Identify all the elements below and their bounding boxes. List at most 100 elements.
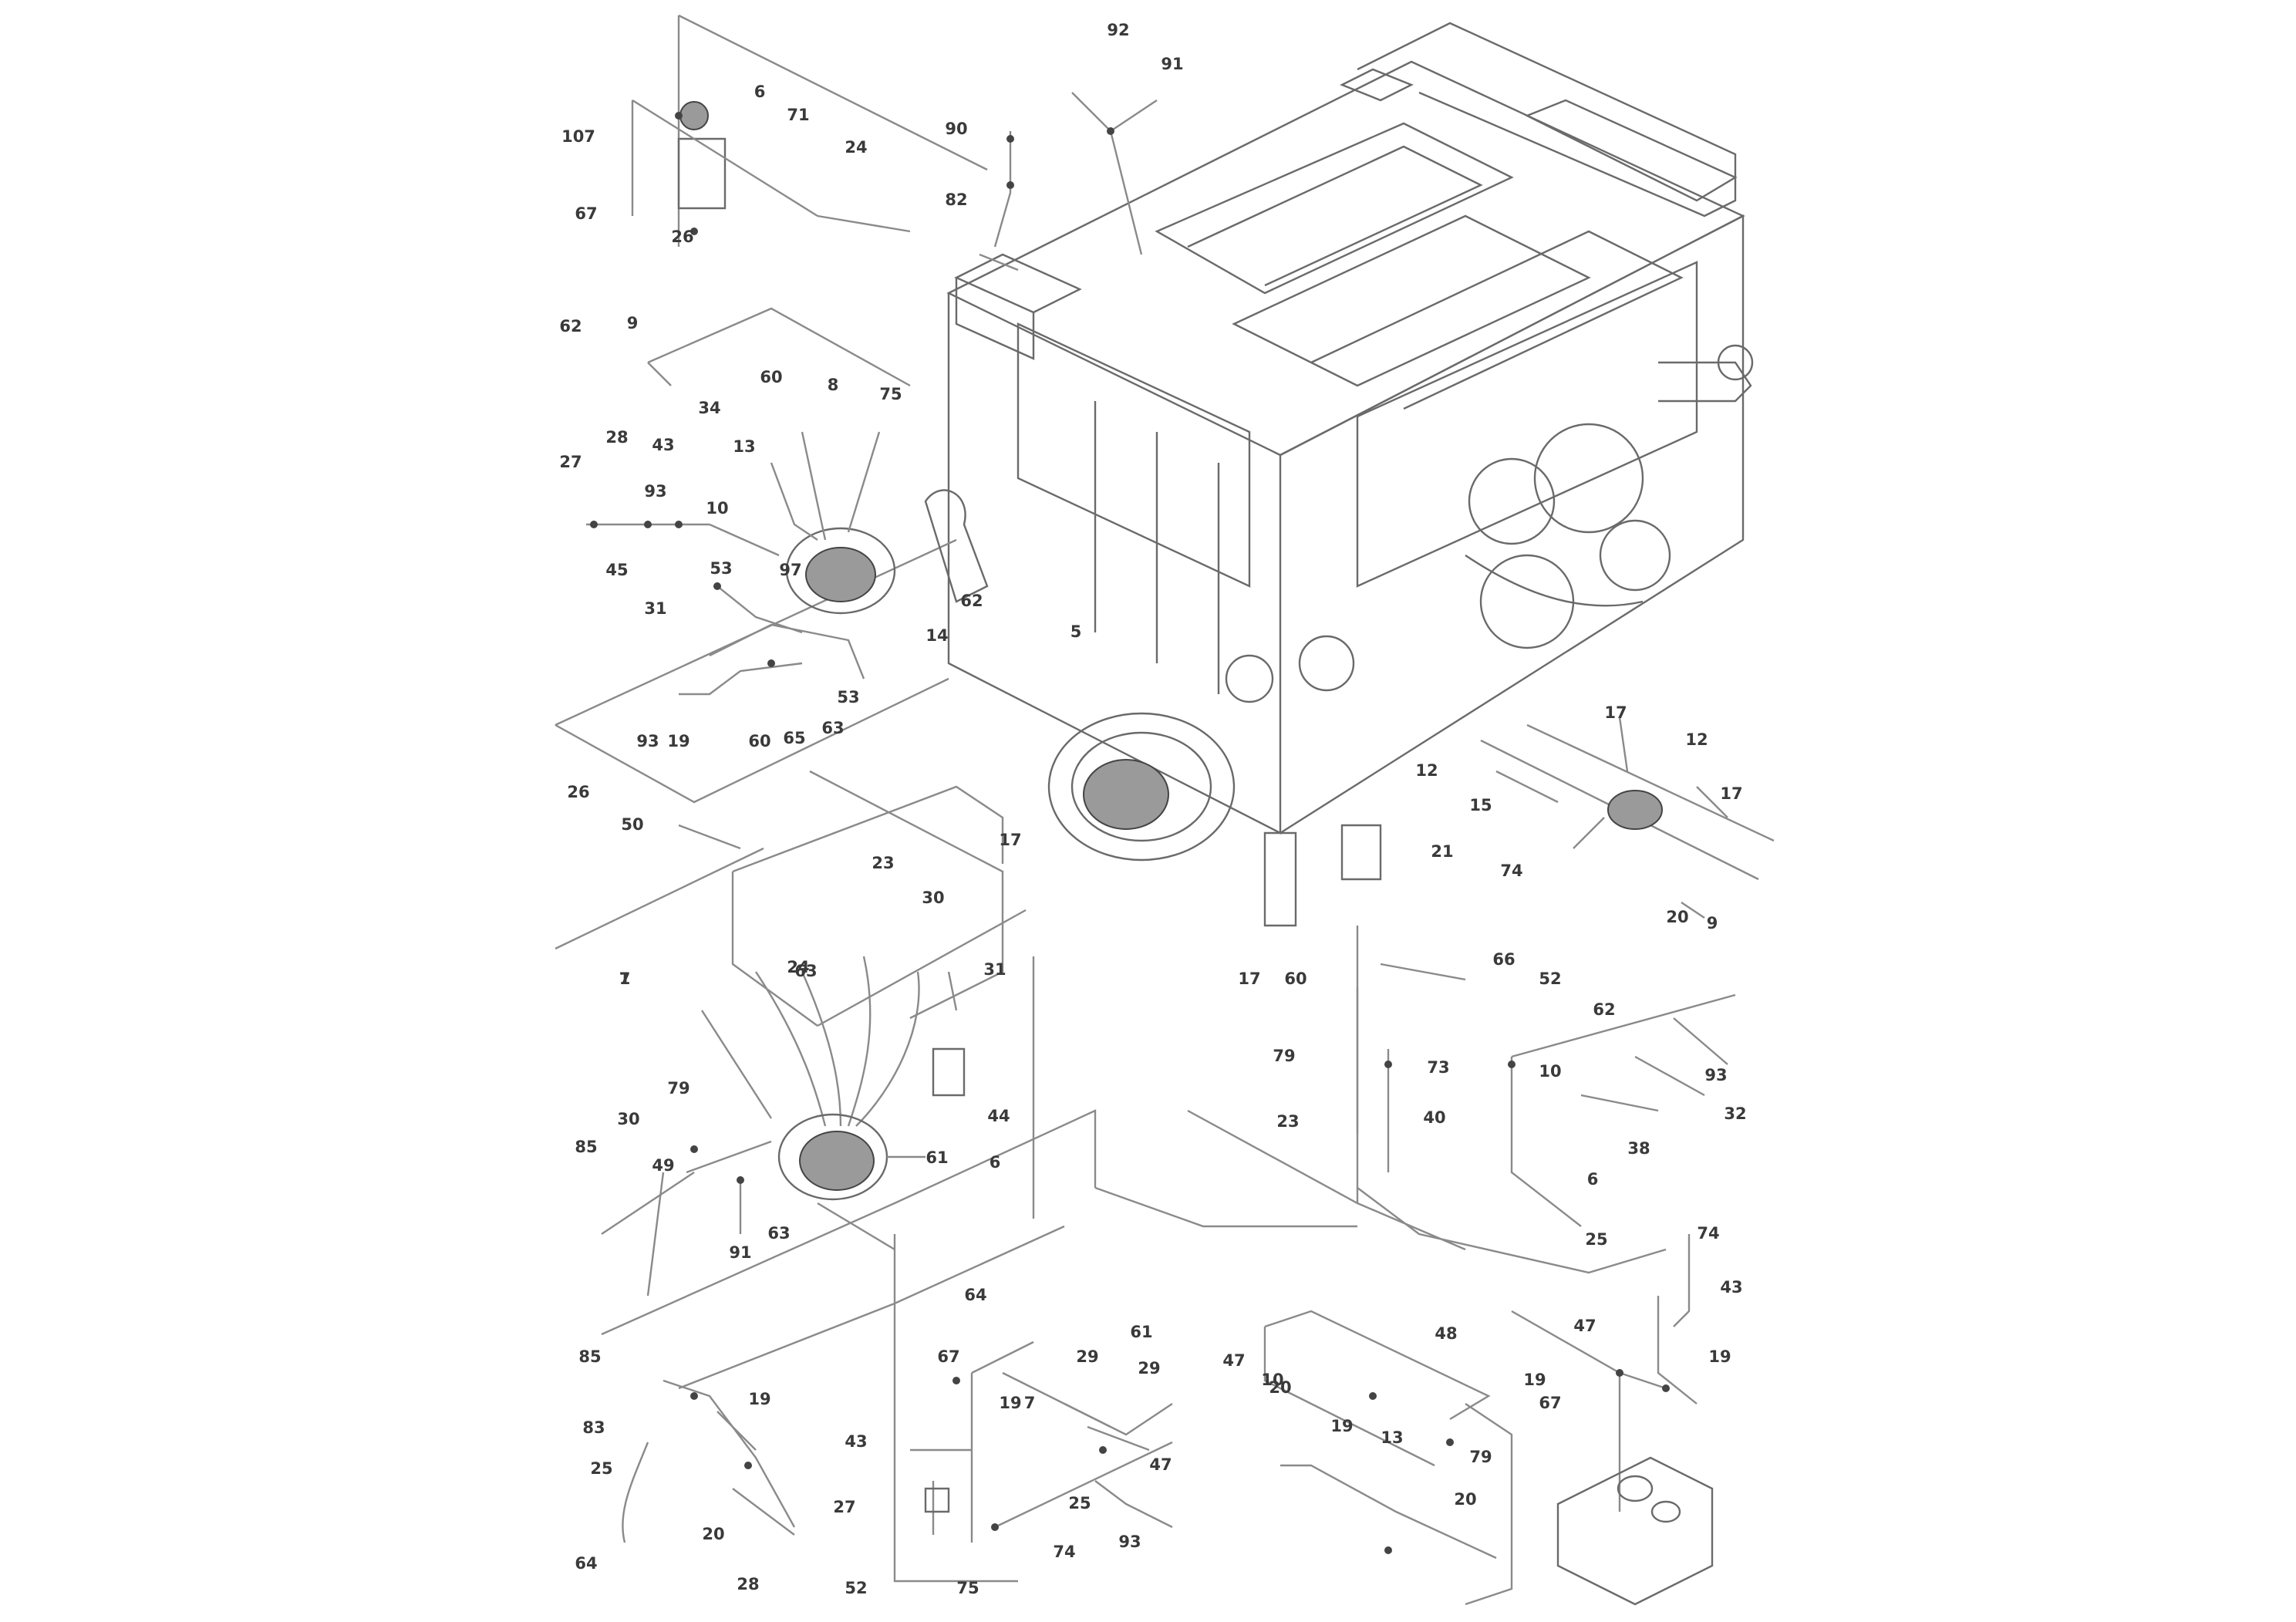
callout-label: 90 — [945, 120, 967, 138]
callout-label: 92 — [1107, 21, 1129, 39]
callout-label: 43 — [652, 436, 674, 454]
callout-label: 17 — [1720, 784, 1742, 803]
callout-label: 24 — [787, 958, 809, 976]
callout-label: 74 — [1500, 862, 1522, 880]
callout-label: 75 — [879, 385, 902, 403]
bottom-left-bracket-group — [622, 1379, 796, 1543]
callout-label: 7 — [1024, 1394, 1036, 1412]
callout-label: 67 — [937, 1347, 959, 1366]
callout-label: 93 — [644, 482, 666, 501]
callout-label: 13 — [733, 437, 755, 456]
callout-label: 60 — [760, 368, 782, 386]
callout-label: 17 — [1238, 969, 1260, 988]
callout-label: 19 — [999, 1394, 1021, 1412]
callout-label: 52 — [845, 1579, 867, 1597]
callout-label: 43 — [1720, 1278, 1742, 1297]
callout-label: 19 — [748, 1390, 770, 1408]
callout-label: 19 — [1708, 1347, 1731, 1366]
callout-label: 64 — [964, 1286, 986, 1304]
callout-label: 31 — [644, 599, 666, 618]
callout-label: 9 — [627, 314, 639, 332]
callout-label: 19 — [1330, 1417, 1353, 1435]
callout-label: 71 — [787, 106, 809, 124]
callout-label: 25 — [1585, 1230, 1607, 1249]
callout-label: 63 — [821, 719, 844, 737]
callout-label: 10 — [706, 499, 728, 518]
callout-label: 29 — [1076, 1347, 1098, 1366]
callout-label: 8 — [828, 376, 839, 394]
callout-label: 9 — [1707, 914, 1718, 932]
callout-label: 48 — [1435, 1324, 1457, 1343]
callout-label: 85 — [575, 1138, 597, 1156]
callout-label: 14 — [925, 626, 948, 645]
callout-label: 93 — [1118, 1533, 1141, 1551]
callout-label: 82 — [945, 191, 967, 209]
callout-label: 1 — [619, 969, 631, 988]
callout-label: 47 — [1222, 1351, 1245, 1370]
right-tensioner-group — [1480, 717, 1775, 919]
callout-label: 32 — [1724, 1104, 1746, 1123]
callout-label: 19 — [667, 732, 689, 750]
callout-label: 79 — [667, 1079, 689, 1098]
callout-label: 63 — [767, 1224, 790, 1243]
callout-label: 31 — [983, 960, 1006, 979]
callout-label: 24 — [845, 138, 867, 157]
callout-label: 93 — [636, 732, 659, 750]
callout-label: 93 — [1704, 1066, 1727, 1084]
callout-label: 61 — [925, 1148, 948, 1167]
callout-label: 97 — [779, 561, 801, 579]
callout-label: 74 — [1053, 1543, 1075, 1561]
callout-label: 25 — [1068, 1494, 1091, 1512]
callout-label: 74 — [1697, 1224, 1719, 1243]
callout-label: 26 — [671, 228, 693, 246]
callout-label: 60 — [1284, 969, 1306, 988]
callout-label: 23 — [1276, 1112, 1299, 1131]
callout-label: 26 — [567, 783, 589, 801]
callout-label: 6 — [990, 1153, 1001, 1172]
callout-label: 17 — [999, 831, 1021, 849]
callout-label: 12 — [1685, 730, 1708, 749]
callout-label: 91 — [1161, 55, 1183, 73]
callout-label: 47 — [1149, 1455, 1172, 1474]
callout-label: 107 — [561, 127, 595, 146]
callout-label: 50 — [621, 815, 643, 834]
callout-label: 53 — [710, 559, 732, 578]
callout-label: 60 — [748, 732, 770, 750]
callout-label: 10 — [1261, 1371, 1283, 1389]
callout-label: 66 — [1492, 950, 1515, 969]
callout-label: 20 — [1269, 1378, 1291, 1397]
callout-label: 63 — [794, 962, 817, 980]
callout-label: 28 — [605, 428, 628, 447]
callout-label: 19 — [1523, 1371, 1546, 1389]
mid-left-pump-group — [601, 785, 1027, 1297]
callout-label: 6 — [1587, 1170, 1599, 1189]
callout-label: 28 — [737, 1575, 759, 1593]
callout-label: 61 — [1130, 1323, 1152, 1341]
callout-label: 62 — [960, 592, 983, 610]
callout-label: 79 — [1469, 1448, 1492, 1466]
callout-label: 34 — [698, 399, 720, 417]
callout-label: 5 — [1070, 622, 1082, 641]
callout-label: 40 — [1423, 1108, 1445, 1127]
callout-label: 91 — [729, 1243, 751, 1262]
bottom-right-tray-group — [1263, 1310, 1513, 1606]
callout-label: 67 — [1539, 1394, 1561, 1412]
callout-label: 79 — [1273, 1047, 1295, 1065]
callout-label: 43 — [845, 1432, 867, 1451]
callout-label: 75 — [956, 1579, 979, 1597]
top-left-bracket-group — [631, 14, 988, 247]
callout-label: 20 — [1666, 908, 1688, 926]
callout-label: 30 — [922, 889, 944, 907]
callout-label: 15 — [1469, 796, 1492, 814]
callout-label: 65 — [783, 729, 805, 747]
callout-label: 83 — [582, 1418, 605, 1437]
callout-label: 17 — [1604, 703, 1627, 722]
callout-label: 27 — [833, 1498, 855, 1516]
callout-label: 29 — [1138, 1359, 1160, 1378]
callout-label: 21 — [1431, 842, 1453, 861]
callout-label: 27 — [559, 453, 582, 471]
callout-label: 62 — [1593, 1000, 1615, 1019]
top-centre-hose-group — [979, 92, 1158, 271]
